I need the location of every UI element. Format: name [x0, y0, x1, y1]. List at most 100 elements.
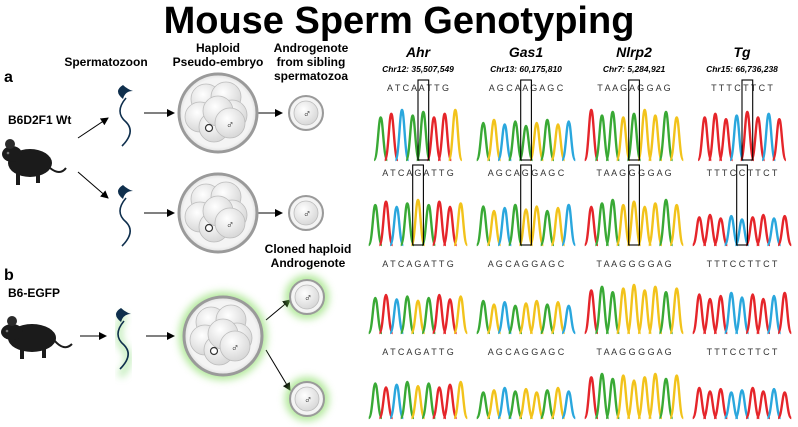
peak-G — [486, 389, 502, 420]
peak-A — [475, 299, 492, 335]
peak-G — [550, 300, 566, 335]
peak-G — [626, 200, 642, 247]
peak-A — [399, 295, 416, 335]
peak-T — [750, 116, 766, 162]
peak-C — [723, 214, 740, 247]
snp-highlight-box — [741, 79, 754, 161]
male-symbol: ♂ — [226, 219, 234, 231]
panel-b-letter: b — [4, 267, 14, 284]
sequence-text: T A A G G G G A G — [596, 347, 671, 357]
peak-G — [528, 299, 545, 335]
peak-T — [771, 117, 788, 162]
peak-T — [776, 291, 793, 335]
stage-androgenote-label-2: from sibling — [277, 55, 346, 69]
peak-A — [518, 124, 534, 162]
peak-T — [712, 217, 729, 247]
strain-b6egfp-label: B6-EGFP — [8, 286, 60, 300]
peak-A — [507, 304, 524, 335]
chromatogram-row: T A A G G G G A G — [583, 347, 685, 420]
sequence-text: A G C A G G A G C — [488, 259, 565, 269]
peak-G — [615, 203, 632, 247]
male-symbol: ♂ — [304, 394, 312, 406]
peak-A — [372, 116, 389, 162]
peak-T — [583, 376, 600, 420]
peak-G — [636, 108, 653, 162]
peak-G — [550, 386, 566, 420]
mouse-egfp-icon — [1, 316, 73, 359]
peak-A — [415, 110, 432, 162]
chromatogram-row: A G C A G G A G C — [475, 347, 577, 420]
peak-G — [668, 203, 685, 247]
peak-T — [442, 205, 458, 247]
male-symbol: ♂ — [303, 108, 311, 120]
sperm-cell-egfp-icon — [116, 308, 132, 378]
gene-name: Nlrp2 — [616, 44, 652, 60]
stage-haploid-label-2: Pseudo-embryo — [173, 55, 264, 69]
peak-A — [404, 114, 421, 162]
peak-G — [410, 384, 426, 420]
peak-T — [776, 391, 793, 420]
chromatogram-row: T T T C C T T C T — [691, 259, 793, 335]
chromatogram-row: A T C A A T T G — [372, 79, 464, 162]
chromatogram-row: A G C A A G A G C — [475, 79, 577, 162]
peak-G — [518, 302, 534, 335]
sequence-text: T A A G G G G A G — [596, 168, 671, 178]
peak-C — [766, 217, 782, 247]
peak-T — [583, 205, 600, 247]
gene-name: Ahr — [405, 44, 432, 60]
snp-highlight-box — [412, 164, 424, 246]
peak-A — [539, 118, 556, 162]
peak-T — [691, 293, 708, 335]
gene-name: Gas1 — [509, 44, 543, 60]
peak-G — [636, 205, 653, 247]
stage-spermatozoon-label: Spermatozoon — [64, 55, 147, 69]
peak-G — [486, 118, 502, 162]
peak-A — [604, 290, 621, 335]
peak-A — [420, 296, 437, 335]
peak-A — [594, 202, 610, 247]
snp-highlight-box — [736, 164, 748, 246]
sperm-cell-a2-icon — [118, 185, 133, 247]
snp-highlight-box — [628, 79, 640, 161]
peak-C — [723, 391, 740, 420]
peak-G — [668, 374, 685, 420]
peak-G — [615, 374, 632, 420]
peak-T — [436, 112, 453, 162]
peak-C — [388, 205, 405, 247]
peak-T — [702, 390, 718, 420]
peak-G — [626, 283, 642, 335]
peak-C — [560, 120, 577, 162]
peak-A — [367, 382, 384, 420]
peak-A — [594, 285, 610, 335]
peak-T — [744, 386, 761, 420]
peak-G — [615, 116, 632, 162]
sequence-text: A G C A A G A G C — [489, 83, 564, 93]
peak-A — [367, 203, 384, 247]
peak-A — [604, 377, 621, 420]
peak-G — [647, 114, 664, 162]
snp-highlight-box — [628, 164, 640, 246]
peak-C — [734, 218, 750, 247]
peak-A — [604, 198, 621, 247]
peak-C — [560, 390, 577, 420]
peak-A — [507, 390, 524, 420]
peak-T — [755, 297, 772, 335]
peak-C — [496, 300, 513, 335]
peak-T — [378, 200, 394, 247]
peak-G — [452, 202, 469, 247]
peak-G — [410, 299, 426, 335]
peak-T — [712, 294, 729, 335]
peak-G — [452, 380, 469, 420]
peak-G — [410, 198, 426, 247]
sequence-text: T T T C C T T C T — [707, 347, 778, 357]
peak-T — [744, 293, 761, 335]
peak-T — [383, 112, 400, 162]
peak-A — [594, 114, 610, 162]
male-symbol: ♂ — [304, 292, 312, 304]
peak-A — [539, 389, 556, 420]
peak-G — [447, 108, 464, 162]
male-symbol: ♂ — [226, 119, 234, 131]
